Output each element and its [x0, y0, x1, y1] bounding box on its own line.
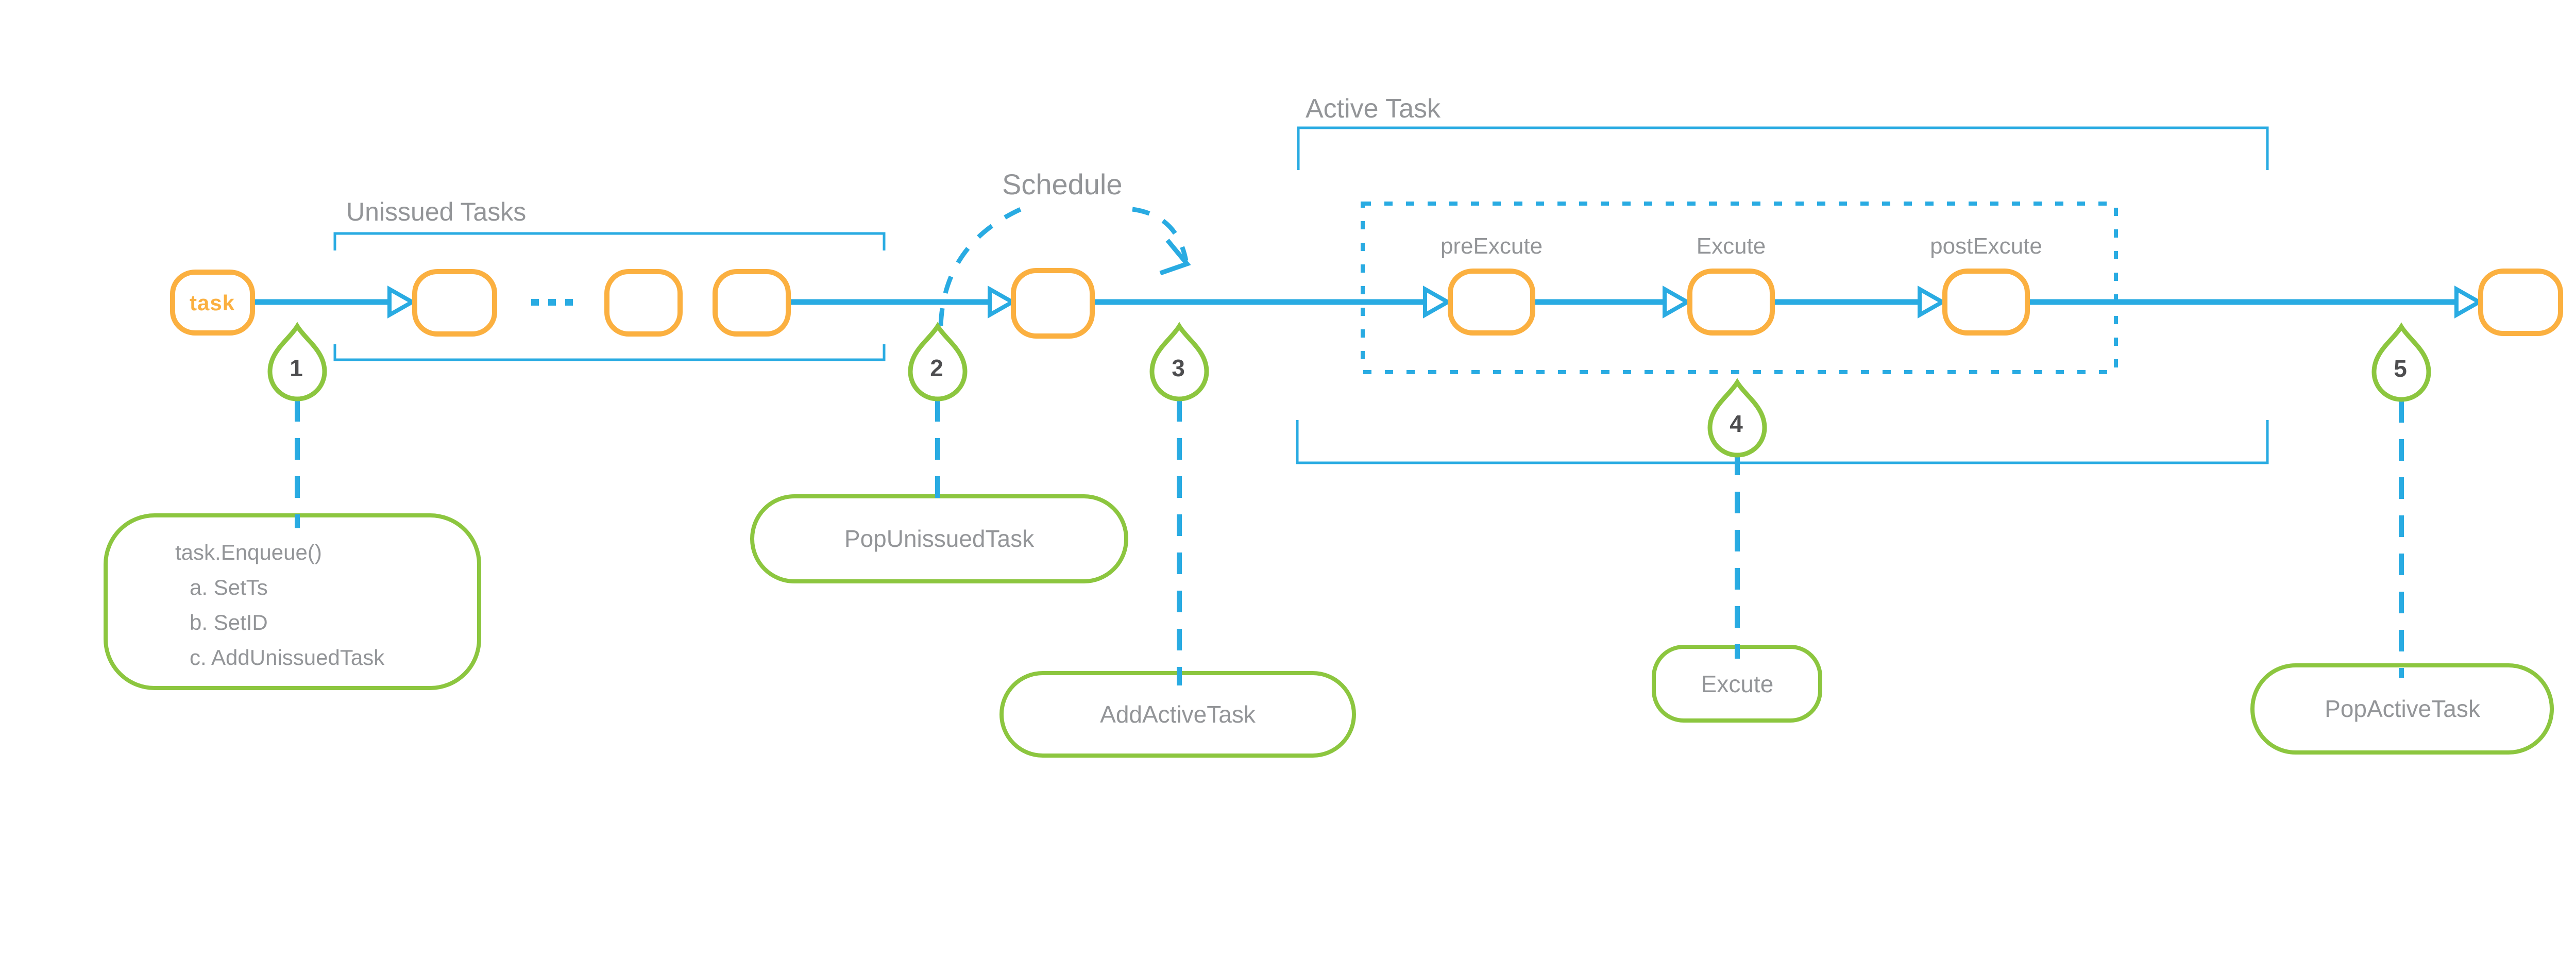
unissued-tasks-label: Unissued Tasks: [346, 197, 526, 226]
unissued-queue-node: [412, 269, 497, 337]
final-node: [2478, 269, 2563, 336]
unissued-queue-node: [713, 269, 791, 337]
unissued-tasks-bottom-bracket: [333, 344, 886, 361]
marker-3-droplet-icon: [1149, 322, 1209, 401]
marker-2-number: 2: [930, 355, 943, 381]
note-line: PopUnissuedTask: [844, 525, 1035, 552]
excute-label: Excute: [1697, 233, 1766, 259]
task-node-label: task: [190, 291, 235, 315]
marker-2-droplet-icon: [908, 322, 968, 401]
pre-excute-label: preExcute: [1440, 233, 1543, 259]
active-task-dashed-region: [1361, 202, 2118, 374]
note-line: task.Enqueue(): [175, 540, 322, 564]
note-line: AddActiveTask: [1100, 701, 1256, 728]
marker-1-droplet-icon: [267, 322, 327, 401]
marker-1-number: 1: [290, 355, 303, 381]
active-task-bottom-bracket: [1296, 420, 2269, 464]
note-line: a. SetTs: [190, 575, 268, 599]
arrowhead-icon: [988, 286, 1017, 319]
marker-3-number: 3: [1172, 355, 1185, 381]
excute-node: [1687, 269, 1775, 336]
marker-4-droplet-icon: [1707, 378, 1767, 458]
note-pop-active-task: [2250, 663, 2554, 755]
unissued-tasks-top-bracket: [333, 232, 886, 250]
schedule-arc-left: [938, 205, 1026, 326]
note-line: c. AddUnissuedTask: [190, 645, 385, 669]
active-task-top-bracket: [1297, 126, 2269, 170]
post-excute-label: postExcute: [1930, 233, 2042, 259]
task-node: [170, 270, 255, 336]
post-excute-node: [1942, 269, 2030, 336]
arrowhead-icon: [2454, 286, 2484, 319]
marker-5-droplet-icon: [2371, 322, 2431, 402]
schedule-arc-right: [1132, 207, 1189, 261]
marker-5-number: 5: [2394, 355, 2407, 382]
active-task-label: Active Task: [1306, 94, 1441, 124]
queue-ellipsis-dot: [531, 299, 539, 306]
note-line: PopActiveTask: [2325, 695, 2481, 722]
arrowhead-icon: [1663, 286, 1692, 319]
schedule-node: [1011, 268, 1095, 339]
unissued-queue-node: [604, 269, 683, 337]
queue-ellipsis-dot: [548, 299, 556, 306]
note-line: b. SetID: [190, 610, 268, 634]
arrowhead-icon: [387, 286, 417, 319]
note-line: Excute: [1701, 671, 1774, 697]
arrowhead-icon: [1918, 286, 1947, 319]
note-task-enqueue: [104, 513, 481, 690]
queue-ellipsis-dot: [565, 299, 573, 306]
marker-4-number: 4: [1730, 410, 1743, 437]
schedule-arrowhead-icon: [1159, 239, 1191, 276]
schedule-label: Schedule: [1002, 168, 1123, 200]
arrowhead-icon: [1423, 286, 1452, 319]
pre-excute-node: [1448, 269, 1535, 336]
